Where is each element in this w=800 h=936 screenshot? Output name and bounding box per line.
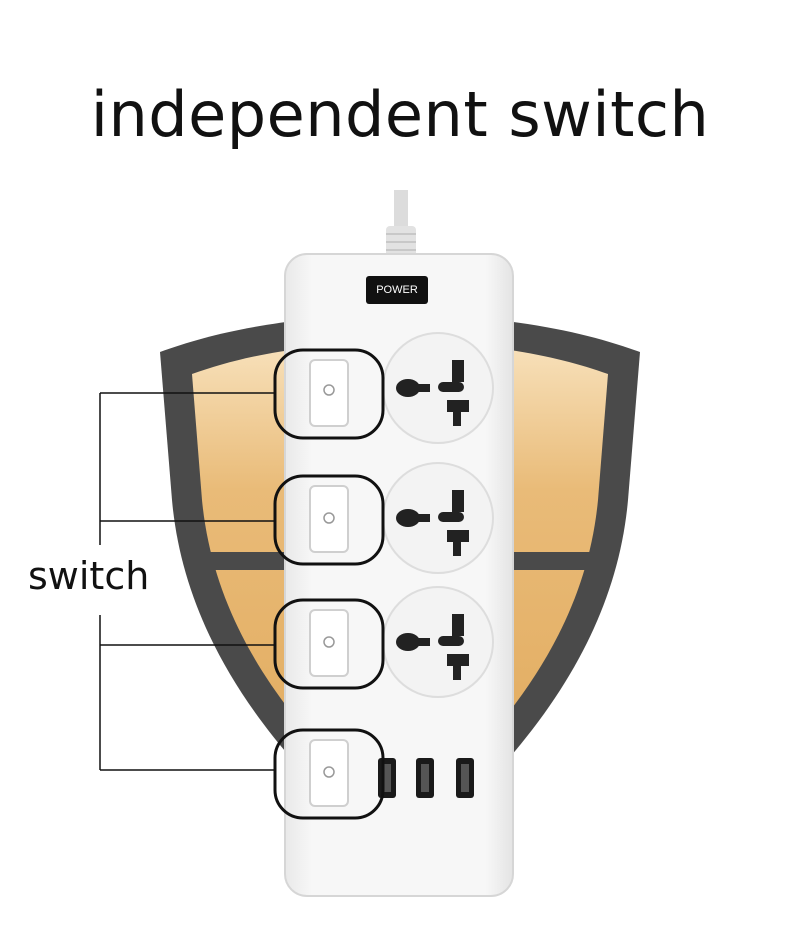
power-indicator-label: POWER	[376, 284, 418, 296]
switch-2[interactable]	[309, 485, 349, 553]
socket-3	[382, 586, 494, 698]
socket-1	[382, 332, 494, 444]
switch-1[interactable]	[309, 359, 349, 427]
power-indicator	[366, 276, 428, 304]
usb-port-3	[456, 758, 474, 798]
power-icon	[323, 766, 335, 778]
callout-4	[273, 728, 385, 820]
callout-bracket	[99, 392, 275, 771]
page-title: independent switch	[90, 78, 710, 151]
switches	[309, 359, 349, 807]
socket-2	[382, 462, 494, 574]
switch-label: switch	[28, 554, 150, 598]
usb-port-1	[378, 758, 396, 798]
switch-3[interactable]	[309, 609, 349, 677]
power-icon	[323, 384, 335, 396]
switch-4[interactable]	[309, 739, 349, 807]
sockets	[382, 332, 494, 698]
callout-1	[273, 348, 385, 440]
usb-ports	[378, 758, 474, 798]
usb-port-2	[416, 758, 434, 798]
callout-2	[273, 474, 385, 566]
power-icon	[323, 636, 335, 648]
power-icon	[323, 512, 335, 524]
switch-callouts	[273, 348, 385, 820]
callout-3	[273, 598, 385, 690]
power-cable	[386, 190, 416, 260]
